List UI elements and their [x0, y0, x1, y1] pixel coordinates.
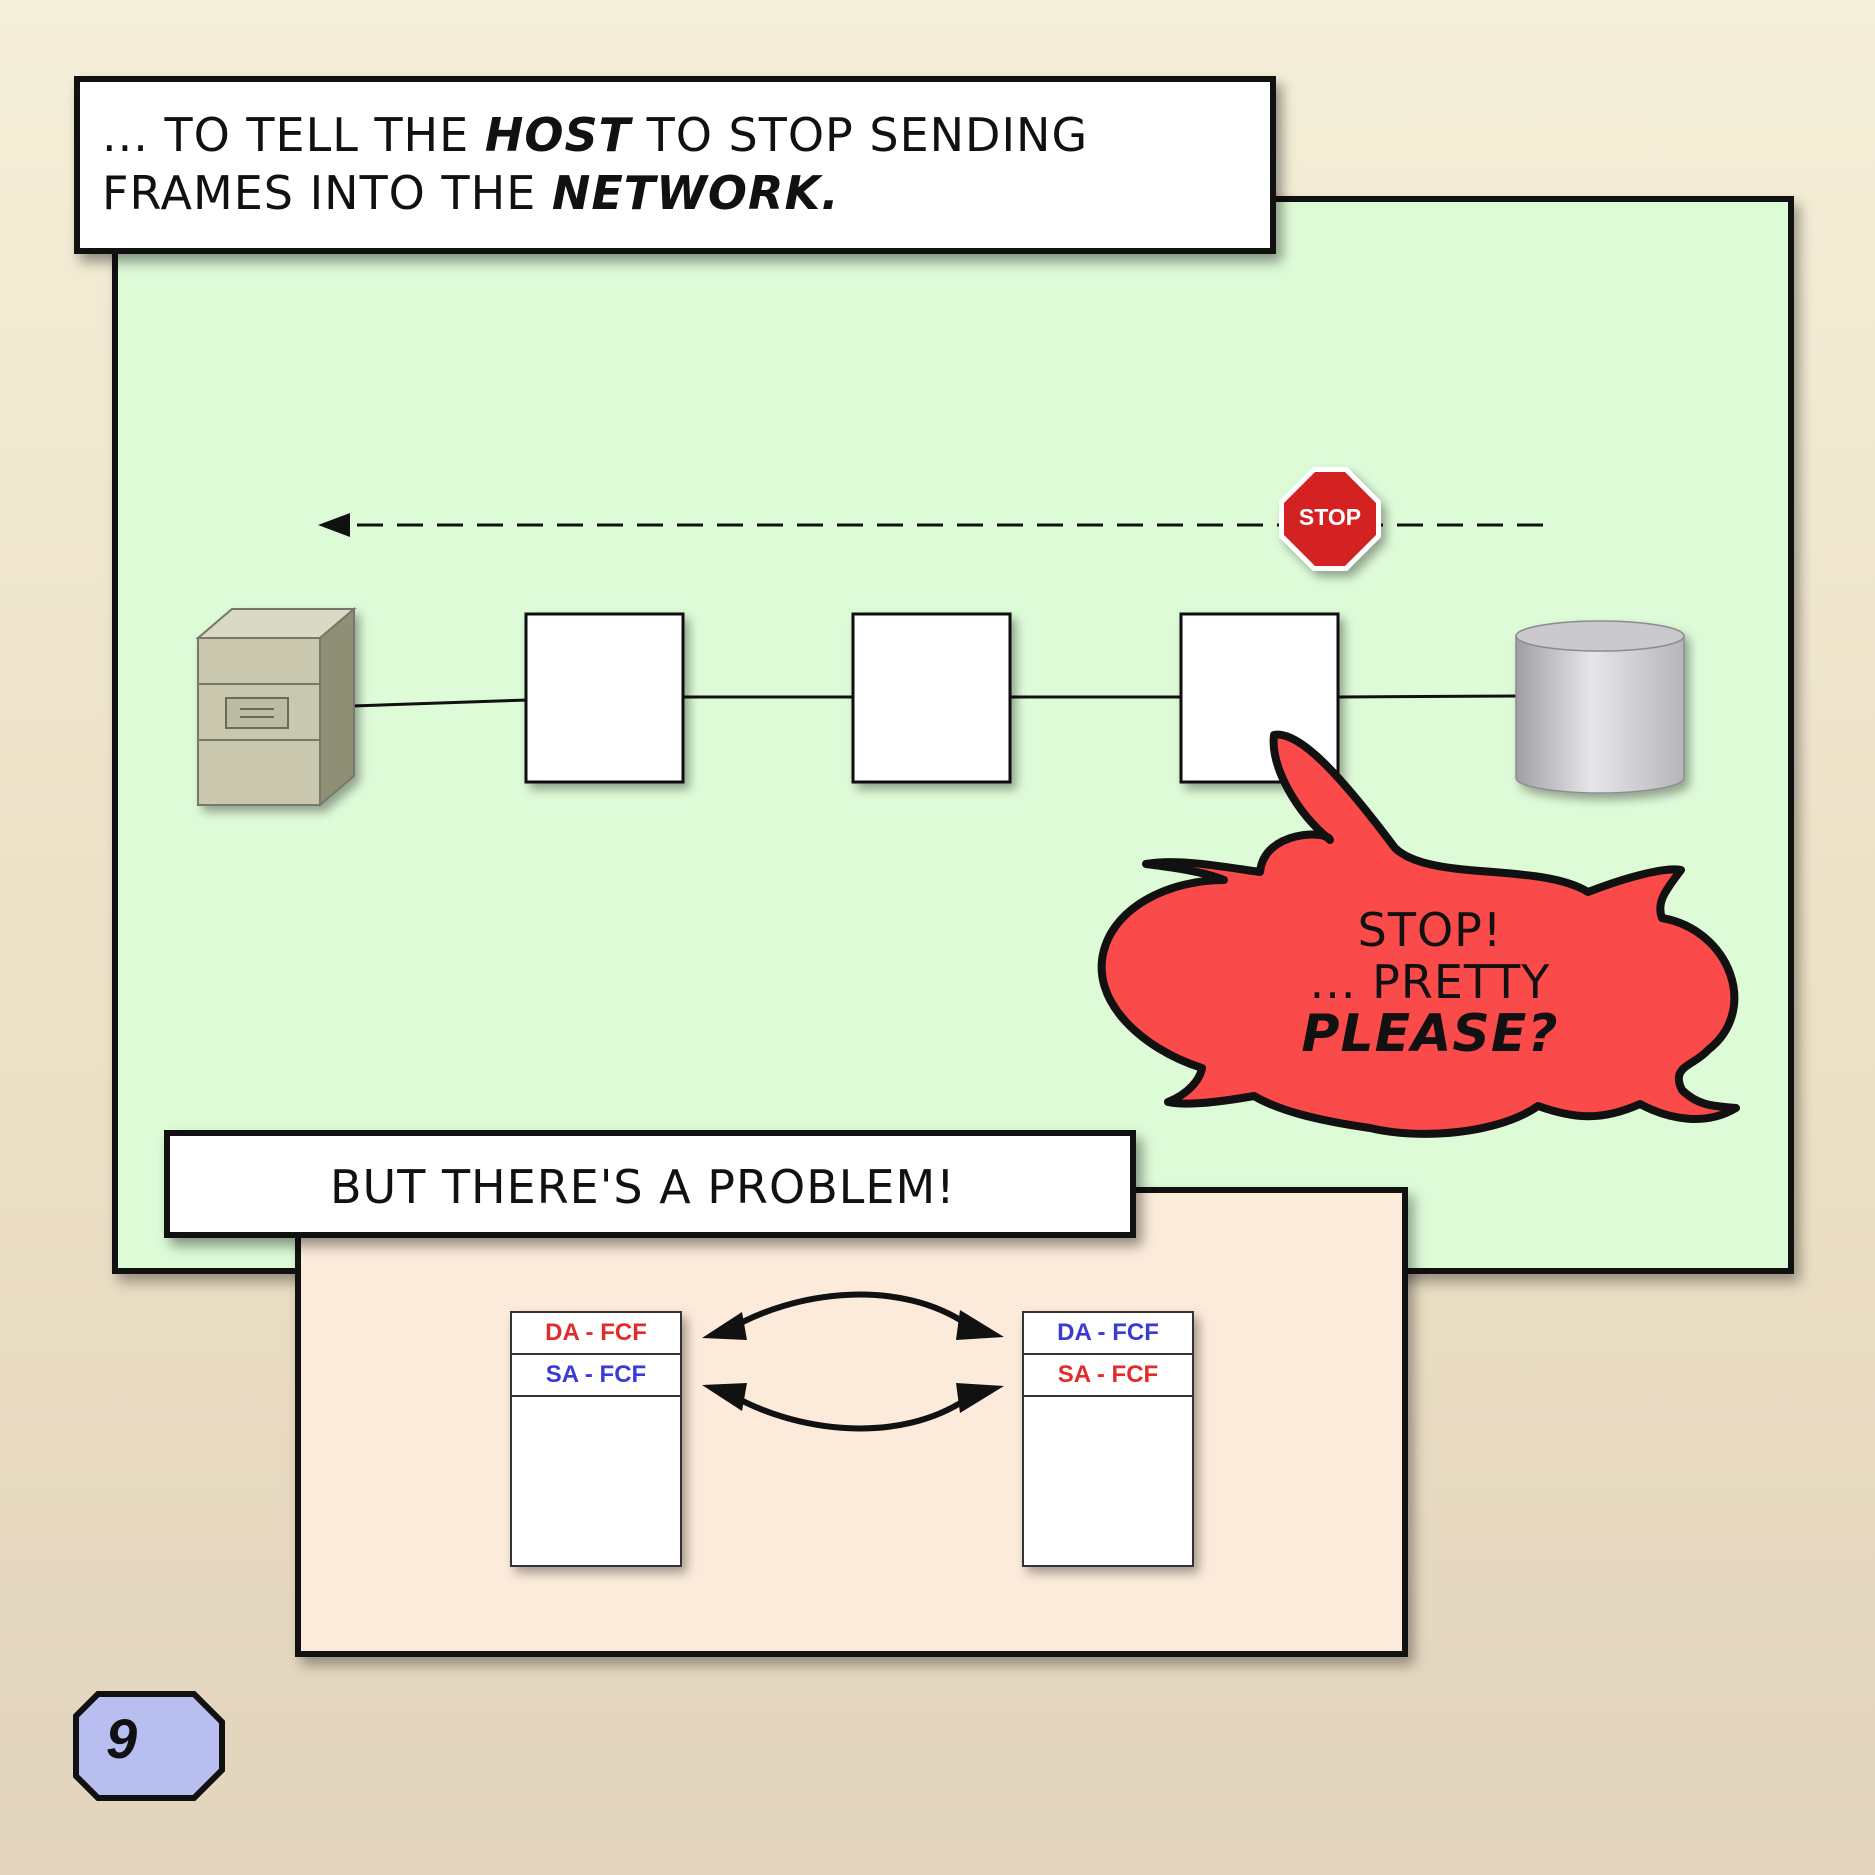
stop-sign-label: STOP [1298, 504, 1362, 530]
page-badge [73, 1691, 225, 1801]
host-server-icon [195, 606, 357, 808]
frame-left-da: DA - FCF [512, 1313, 680, 1355]
frame-right-sa: SA - FCF [1024, 1355, 1192, 1397]
bubble-line-3: please? [1301, 1004, 1559, 1064]
caption-middle-text: But there's a problem! [330, 1160, 956, 1214]
arrow-heads [702, 1310, 1004, 1413]
storage-cylinder-icon [1515, 620, 1685, 794]
stop-signal-arrow [318, 513, 1543, 537]
caption-top-network: network. [551, 166, 840, 220]
speech-bubble [1097, 730, 1740, 1138]
speech-bubble-text: Stop! ... pretty please? [1240, 904, 1620, 1060]
caption-top-host: host [484, 108, 631, 162]
caption-top-line1-suffix: to stop sending [646, 108, 1089, 162]
caption-top-line1-prefix: ... to tell the [102, 108, 470, 162]
page-number: 9 [74, 1692, 224, 1796]
switch-1 [524, 612, 685, 784]
switch-2 [851, 612, 1012, 784]
bubble-line-1: Stop! [1357, 903, 1503, 957]
caption-top-line2-prefix: frames into the [102, 166, 537, 220]
frame-right-da: DA - FCF [1024, 1313, 1192, 1355]
bottom-panel [295, 1187, 1408, 1657]
caption-middle: But there's a problem! [164, 1130, 1136, 1238]
bubble-line-2: ... pretty [1309, 955, 1551, 1009]
frame-left: DA - FCF SA - FCF [510, 1311, 682, 1567]
network-links [351, 694, 1519, 708]
frame-right: DA - FCF SA - FCF [1022, 1311, 1194, 1567]
stop-sign-icon [1279, 467, 1381, 571]
page-number-text: 9 [106, 1707, 138, 1770]
caption-top: ... to tell the host to stop sending fra… [74, 76, 1276, 254]
swap-arrows [726, 1291, 970, 1432]
frame-left-sa: SA - FCF [512, 1355, 680, 1397]
